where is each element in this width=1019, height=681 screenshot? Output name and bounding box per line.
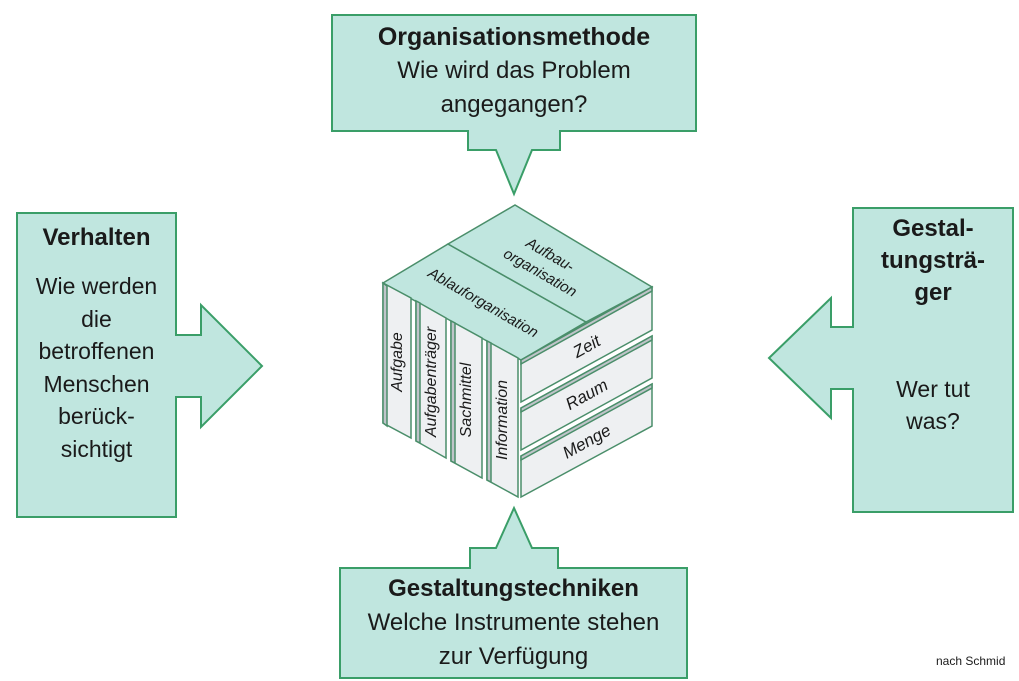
right-box-line: was?	[906, 408, 960, 434]
left-box-line: die	[81, 305, 112, 332]
top-box-title: Organisationsmethode	[377, 23, 651, 51]
left-box-line: berück-	[58, 403, 135, 429]
right-callout-shape	[767, 207, 1014, 513]
cube-label-aufgabe: Aufgabe	[389, 332, 406, 392]
left-box-line: sichtigt	[60, 435, 133, 462]
bottom-box: Gestaltungstechniken Welche Instrumente …	[340, 572, 687, 674]
right-box-title-line: tungsträ-	[881, 247, 985, 274]
left-box: Verhalten Wie werden die betroffenen Men…	[19, 222, 174, 465]
left-box-line: betroffenen	[38, 338, 155, 364]
right-box-title-line: Gestal-	[892, 215, 974, 242]
cube-label-information: Information	[494, 379, 511, 461]
bottom-box-line2: zur Verfügung	[438, 643, 589, 670]
left-callout-shape	[16, 212, 264, 518]
bottom-box-title: Gestaltungstechniken	[388, 575, 639, 602]
bottom-box-line1: Welche Instrumente stehen	[367, 609, 660, 636]
left-box-line: Wie werden	[35, 273, 158, 299]
top-box-line2: angegangen?	[440, 91, 588, 118]
cube-label-aufgabentraeger: Aufgabenträger	[423, 326, 440, 438]
bottom-callout-shape	[339, 505, 688, 679]
left-box-line: Menschen	[43, 370, 150, 397]
cube-front-columns	[382, 281, 519, 499]
top-box: Organisationsmethode Wie wird das Proble…	[332, 20, 696, 122]
cube-label-sachmittel: Sachmittel	[458, 362, 475, 438]
cube-right-rows	[520, 285, 653, 499]
right-box-line: Wer tut	[896, 376, 970, 402]
right-box-title-line: ger	[914, 279, 952, 306]
left-box-title: Verhalten	[42, 224, 151, 251]
cube	[381, 204, 654, 499]
top-box-line1: Wie wird das Problem	[397, 57, 631, 84]
right-box: Gestal- tungsträ- ger Wer tut was?	[855, 213, 1011, 437]
top-callout-shape	[331, 14, 697, 197]
source-footnote: nach Schmid	[936, 654, 1006, 668]
